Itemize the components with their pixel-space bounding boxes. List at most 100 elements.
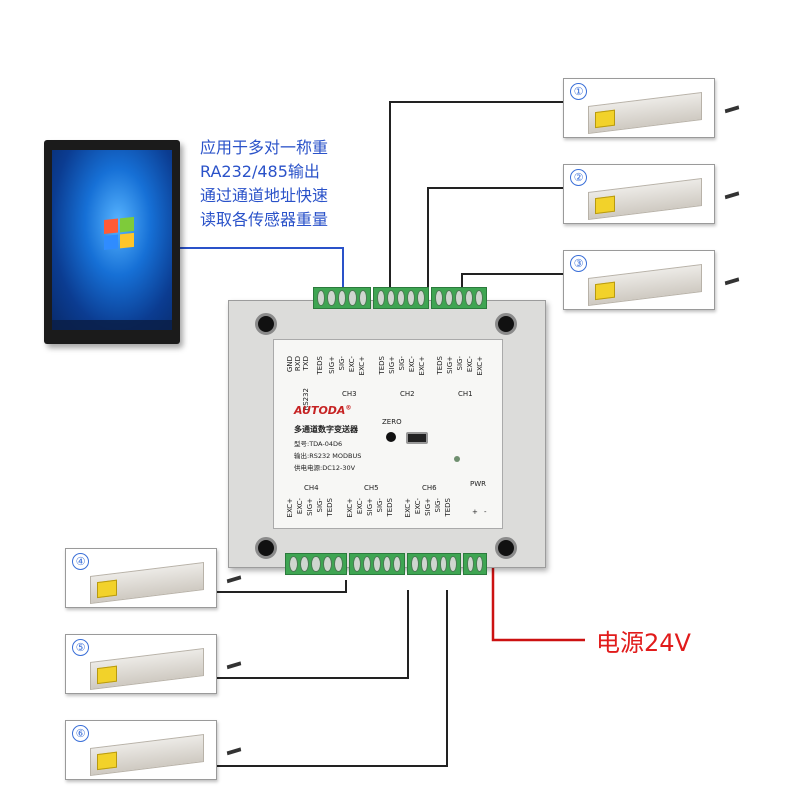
usb-port-icon <box>406 432 428 444</box>
load-cell-number: ⑤ <box>72 639 89 656</box>
terminal-label: EXC+ <box>404 498 412 518</box>
output-text: 输出:RS232 MODBUS <box>294 452 362 460</box>
terminal-block-ch6 <box>407 553 461 575</box>
mount-hole-icon <box>255 537 277 559</box>
caption-line-2: RA232/485输出 <box>200 162 320 181</box>
terminal-label: TEDS <box>326 498 334 517</box>
warning-label-icon <box>595 109 615 129</box>
taskbar <box>52 320 172 330</box>
mount-hole-icon <box>495 313 517 335</box>
terminal-label: SIG- <box>456 356 464 371</box>
warning-label-icon <box>97 579 117 599</box>
zero-button[interactable] <box>386 432 396 442</box>
group-label-ch5: CH5 <box>364 484 379 492</box>
load-cell-1: ① <box>563 78 740 138</box>
model-text: 型号:TDA-04D6 <box>294 440 343 448</box>
terminal-label: EXC- <box>408 356 416 373</box>
terminal-block-power <box>463 553 487 575</box>
wire-cell-4 <box>216 580 347 593</box>
power-label: 电源24V <box>596 629 691 657</box>
terminal-label: SIG+ <box>328 356 336 374</box>
terminal-block-ch2 <box>373 287 429 309</box>
terminal-label: GND <box>286 356 294 373</box>
caption-line-4: 读取各传感器重量 <box>200 210 329 229</box>
terminal-label: EXC+ <box>358 356 366 376</box>
load-cell-body <box>90 734 242 776</box>
terminal-label: TXD <box>302 356 310 371</box>
mount-hole-icon <box>495 537 517 559</box>
terminal-block-ch5 <box>349 553 405 575</box>
usage-caption: 应用于多对一称重 RA232/485输出通过通道地址快速读取各传感器重量 <box>200 136 328 232</box>
load-cell-body <box>588 178 740 220</box>
terminal-label: EXC+ <box>286 498 294 518</box>
terminal-label: TEDS <box>378 356 386 375</box>
terminal-label: SIG- <box>316 498 324 513</box>
group-label-ch1: CH1 <box>458 390 473 398</box>
terminal-label: RXD <box>294 356 302 372</box>
group-label-ch6: CH6 <box>422 484 437 492</box>
group-label-ch3: CH3 <box>342 390 357 398</box>
load-cell-body <box>588 92 740 134</box>
terminal-label: EXC+ <box>418 356 426 376</box>
terminal-label: TEDS <box>444 498 452 517</box>
warning-label-icon <box>595 281 615 301</box>
comm-wire <box>180 247 344 290</box>
power-wire <box>491 568 585 642</box>
warning-label-icon <box>97 751 117 771</box>
windows-logo-icon <box>104 216 134 250</box>
terminal-label: SIG- <box>376 498 384 513</box>
terminal-label: - <box>484 508 487 516</box>
load-cell-number: ⑥ <box>72 725 89 742</box>
wire-cell-1 <box>389 101 563 290</box>
zero-label: ZERO <box>382 418 402 426</box>
terminal-block-ch3 <box>313 287 371 309</box>
terminal-label: SIG+ <box>446 356 454 374</box>
terminal-label: SIG+ <box>306 498 314 516</box>
warning-label-icon <box>97 665 117 685</box>
load-cell-body <box>90 562 242 604</box>
terminal-label: TEDS <box>316 356 324 375</box>
load-cell-number: ① <box>570 83 587 100</box>
caption-line-1: 应用于多对一称重 <box>200 138 329 157</box>
group-label-ch2: CH2 <box>400 390 415 398</box>
load-cell-number: ③ <box>570 255 587 272</box>
warning-label-icon <box>595 195 615 215</box>
terminal-label: SIG+ <box>424 498 432 516</box>
product-name: 多通道数字变送器 <box>294 425 358 434</box>
load-cell-body <box>90 648 242 690</box>
terminal-label: SIG- <box>398 356 406 371</box>
terminal-label: TEDS <box>386 498 394 517</box>
wire-cell-5 <box>216 590 409 679</box>
terminal-block-ch4 <box>285 553 347 575</box>
supply-text: 供电电源:DC12-30V <box>294 464 356 472</box>
wire-cell-6 <box>216 590 448 767</box>
wire-cell-3 <box>461 273 563 290</box>
faceplate: GND RXD TXD TEDS SIG+ SIG- EXC- EXC+ TED… <box>273 339 503 529</box>
registered-mark: ® <box>345 404 352 412</box>
terminal-label: EXC- <box>356 498 364 515</box>
load-cell-number: ② <box>570 169 587 186</box>
terminal-label: EXC- <box>348 356 356 373</box>
terminal-label: EXC+ <box>346 498 354 518</box>
mount-hole-icon <box>255 313 277 335</box>
brand-logo: AUTODA® <box>294 404 351 417</box>
load-cell-3: ③ <box>563 250 740 310</box>
load-cell-4: ④ <box>65 548 242 608</box>
load-cell-6: ⑥ <box>65 720 242 780</box>
group-label-ch4: CH4 <box>304 484 319 492</box>
load-cell-number: ④ <box>72 553 89 570</box>
terminal-label: SIG- <box>338 356 346 371</box>
wire-cell-2 <box>427 187 563 290</box>
terminal-label: TEDS <box>436 356 444 375</box>
status-led-icon <box>454 456 460 462</box>
caption-line-3: 通过通道地址快速 <box>200 186 329 205</box>
brand-name: AUTODA <box>294 404 346 417</box>
monitor-screen <box>52 150 172 330</box>
terminal-label: EXC- <box>414 498 422 515</box>
terminal-label: EXC- <box>296 498 304 515</box>
monitor <box>44 140 180 344</box>
pwr-label: PWR <box>470 480 487 488</box>
transmitter-device: GND RXD TXD TEDS SIG+ SIG- EXC- EXC+ TED… <box>228 287 546 575</box>
terminal-label: SIG- <box>434 498 442 513</box>
